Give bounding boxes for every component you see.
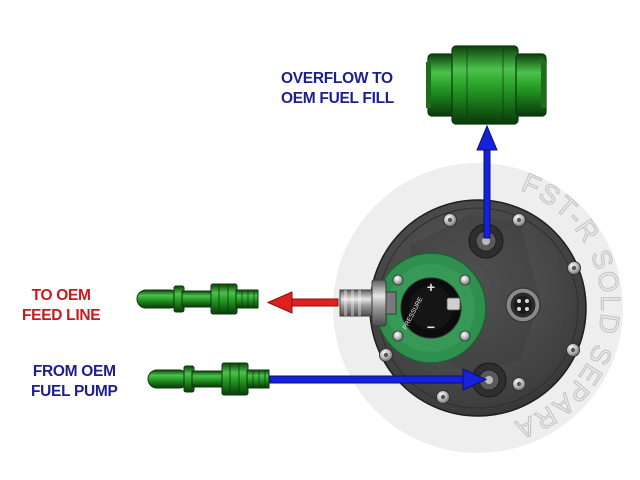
overflow-label: OVERFLOW TO OEM FUEL FILL: [281, 69, 394, 109]
feed-line-label: TO OEM FEED LINE: [22, 286, 101, 326]
arrow-left-icon: [266, 291, 339, 314]
bottom-port: [471, 362, 507, 398]
bolt: [443, 213, 457, 227]
arrow-up-icon: [476, 124, 498, 239]
bolt: [512, 377, 526, 391]
overflow-coupler-fitting: [426, 45, 547, 125]
pressure-sensor-plate: + − PRESSURE: [375, 252, 487, 364]
top-port: [468, 223, 504, 259]
feed-line-fitting: [136, 283, 259, 315]
bolt: [567, 261, 581, 275]
fuel-pump-fitting: [147, 362, 270, 396]
bolt: [566, 343, 580, 357]
electrical-connector-icon: [505, 287, 541, 323]
minus-sign: −: [427, 319, 435, 335]
fuel-pump-label: FROM OEM FUEL PUMP: [31, 362, 118, 402]
bolt: [379, 348, 393, 362]
overflow-label-line-2: OEM FUEL FILL: [281, 90, 394, 107]
silver-side-fitting: [339, 279, 397, 327]
plus-sign: +: [427, 279, 435, 295]
housing-bolts: [379, 213, 581, 404]
fuel-pump-label-line-1: FROM OEM: [32, 363, 116, 380]
overflow-label-line-1: OVERFLOW TO: [281, 70, 393, 87]
fuel-pump-label-line-2: FUEL PUMP: [31, 383, 118, 400]
feed-line-label-line-2: FEED LINE: [22, 307, 101, 324]
bolt: [436, 390, 450, 404]
feed-line-label-line-1: TO OEM: [31, 287, 91, 304]
arrow-right-icon: [269, 368, 488, 391]
bolt: [512, 213, 526, 227]
